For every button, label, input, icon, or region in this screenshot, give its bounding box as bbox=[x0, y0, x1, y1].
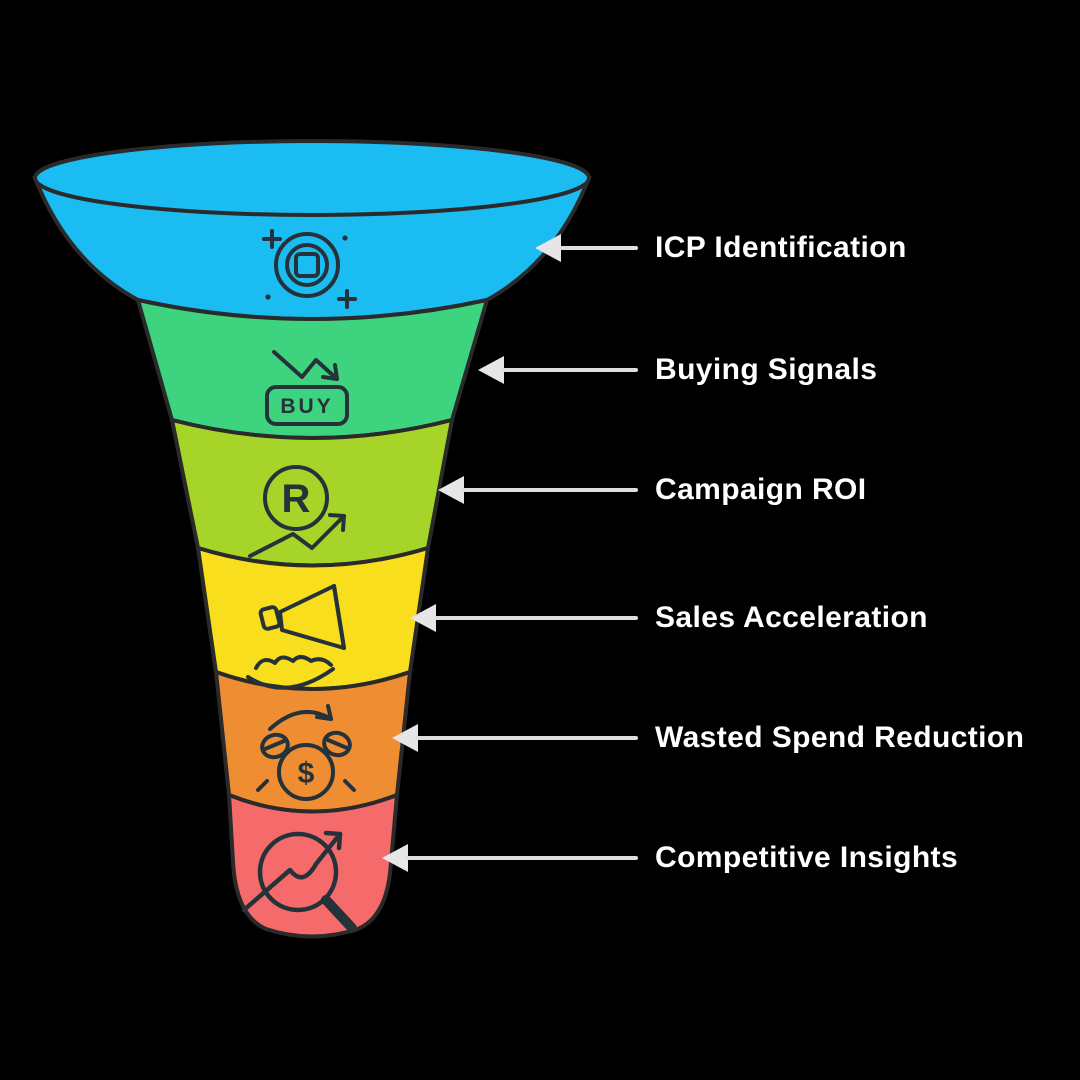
callout-line bbox=[434, 616, 638, 620]
buy-signal-icon: BUY bbox=[265, 350, 349, 426]
funnel-level-3[interactable] bbox=[169, 417, 455, 568]
callout-row-1: ICP Identification bbox=[535, 222, 907, 274]
funnel-label-1: ICP Identification bbox=[655, 231, 907, 264]
callout-row-3: Campaign ROI bbox=[438, 464, 867, 516]
callout-row-5: Wasted Spend Reduction bbox=[392, 712, 1024, 764]
funnel-level-4[interactable] bbox=[195, 545, 431, 691]
roi-icon: R bbox=[248, 465, 346, 558]
left-arrow-icon bbox=[382, 844, 408, 872]
left-arrow-icon bbox=[410, 604, 436, 632]
buy-label: BUY bbox=[280, 395, 333, 418]
funnel-label-2: Buying Signals bbox=[655, 353, 878, 386]
callout-line bbox=[416, 736, 638, 740]
funnel-label-4: Sales Acceleration bbox=[655, 601, 928, 634]
funnel-label-6: Competitive Insights bbox=[655, 841, 959, 874]
funnel-label-5: Wasted Spend Reduction bbox=[655, 721, 1025, 754]
magnifier-trend-icon bbox=[241, 830, 357, 933]
callout-row-4: Sales Acceleration bbox=[410, 592, 928, 644]
roi-letter: R bbox=[282, 477, 311, 521]
funnel-graphic: BUY R $ bbox=[32, 139, 592, 939]
callout-line bbox=[406, 856, 638, 860]
target-icon bbox=[262, 229, 357, 309]
money-cycle-icon: $ bbox=[256, 704, 356, 801]
megaphone-hand-icon bbox=[246, 584, 346, 690]
callout-row-2: Buying Signals bbox=[478, 344, 877, 396]
funnel-label-3: Campaign ROI bbox=[655, 473, 867, 506]
dollar-sign: $ bbox=[298, 757, 315, 790]
left-arrow-icon bbox=[478, 356, 504, 384]
callout-row-6: Competitive Insights bbox=[382, 832, 958, 884]
left-arrow-icon bbox=[535, 234, 561, 262]
funnel-top-rim bbox=[33, 139, 591, 217]
callout-line bbox=[559, 246, 638, 250]
left-arrow-icon bbox=[392, 724, 418, 752]
callout-line bbox=[502, 368, 638, 372]
callout-line bbox=[462, 488, 638, 492]
funnel-level-5[interactable] bbox=[213, 669, 413, 814]
left-arrow-icon bbox=[438, 476, 464, 504]
